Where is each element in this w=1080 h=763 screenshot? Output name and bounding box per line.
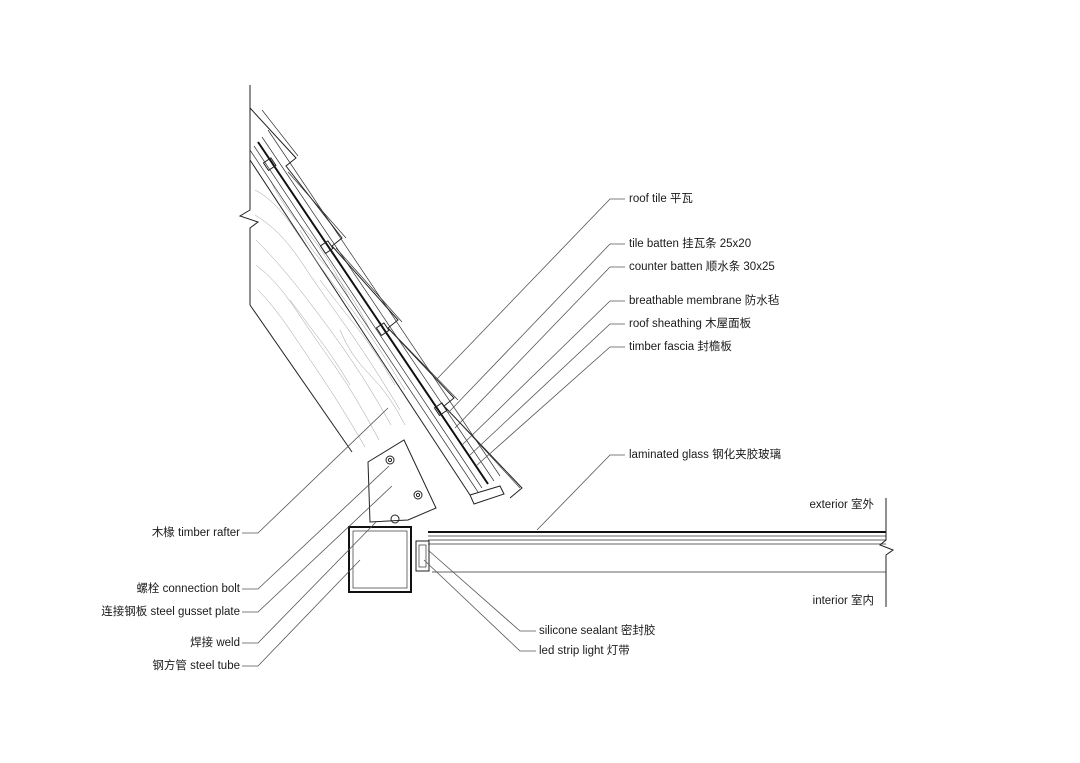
- label-tile-batten: tile batten 挂瓦条 25x20: [629, 236, 751, 250]
- label-steel-gusset-plate: 连接钢板 steel gusset plate: [101, 604, 240, 618]
- label-timber-fascia: timber fascia 封檐板: [629, 339, 732, 353]
- leader-lines-left: [242, 407, 393, 667]
- label-interior: interior 室内: [813, 593, 874, 607]
- label-connection-bolt: 螺栓 connection bolt: [136, 581, 240, 595]
- label-timber-rafter: 木椽 timber rafter: [152, 526, 240, 539]
- label-counter-batten: counter batten 顺水条 30x25: [629, 259, 775, 273]
- connection-bolt: [385, 455, 395, 465]
- timber-fascia: [469, 485, 505, 505]
- label-weld: 焊接 weld: [190, 635, 240, 649]
- roof-build-up: [249, 107, 523, 505]
- label-steel-tube: 钢方管 steel tube: [152, 658, 240, 672]
- label-laminated-glass: laminated glass 钢化夹胶玻璃: [629, 447, 781, 461]
- steel-tube: [348, 526, 430, 593]
- leader-lines-right: [423, 198, 625, 652]
- tile-batten: [375, 322, 390, 337]
- tile-batten: [319, 240, 334, 255]
- label-breathable-membrane: breathable membrane 防水毡: [629, 293, 780, 307]
- steel-gusset-plate: [367, 439, 437, 524]
- label-exterior: exterior 室外: [809, 497, 874, 511]
- tile-batten: [262, 157, 277, 172]
- roof-tile: [249, 107, 523, 499]
- laminated-glass: [428, 498, 895, 607]
- connection-bolt: [390, 514, 400, 524]
- led-strip-light: [415, 540, 430, 572]
- connection-bolt: [413, 490, 423, 500]
- label-silicone-sealant: silicone sealant 密封胶: [539, 623, 656, 637]
- label-roof-sheathing: roof sheathing 木屋面板: [629, 316, 752, 330]
- timber-rafter: [238, 85, 471, 496]
- wood-grain: [254, 179, 406, 448]
- label-led-strip-light: led strip light 灯带: [539, 644, 630, 657]
- label-roof-tile: roof tile 平瓦: [629, 193, 693, 205]
